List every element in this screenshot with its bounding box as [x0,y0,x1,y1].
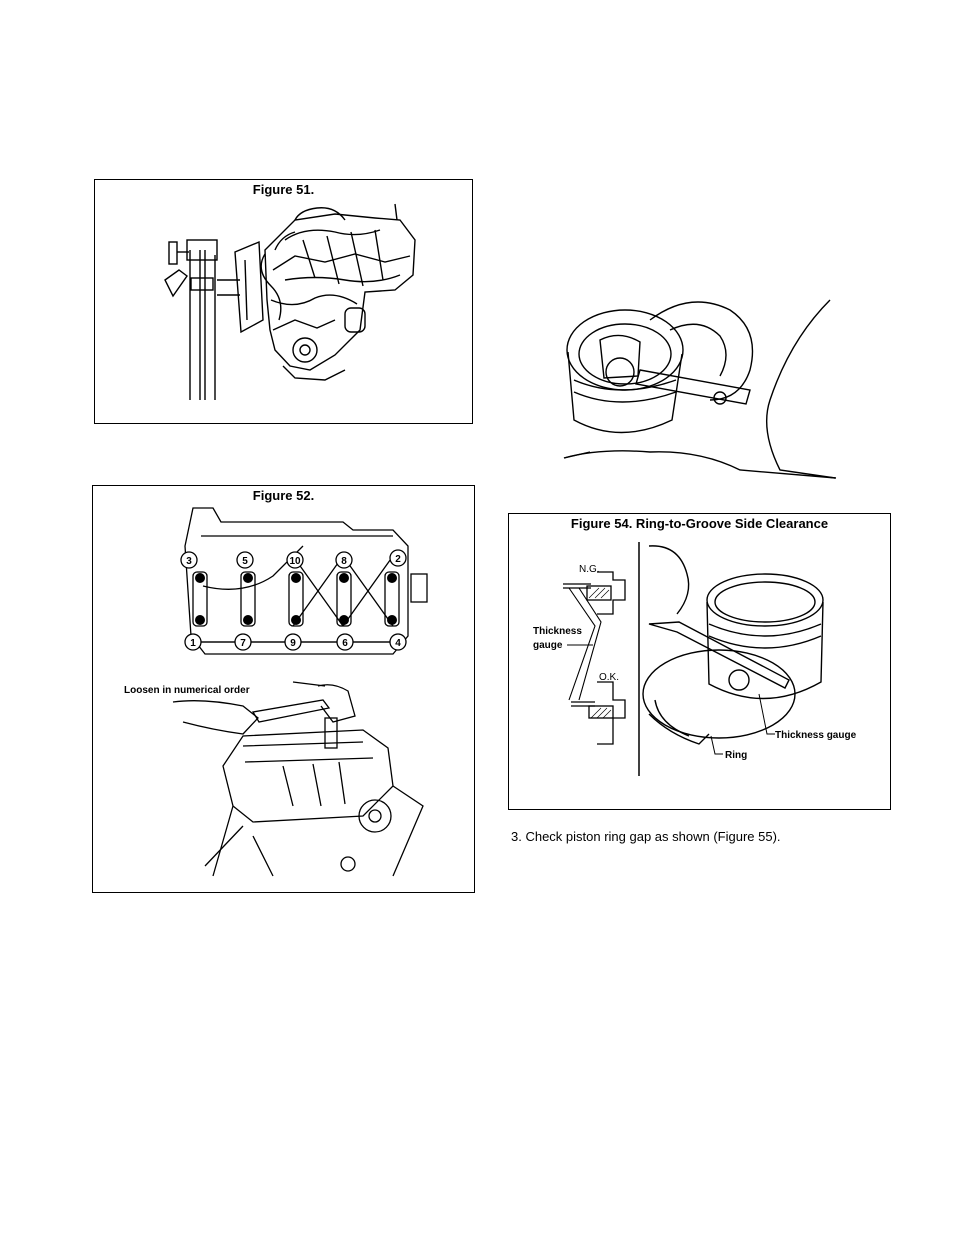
label-ng: N.G. [579,564,600,575]
bolt-number: 2 [395,554,401,565]
piston-removal-illustration [560,280,840,485]
label-thickness: Thickness [533,626,582,637]
loosen-instruction: Loosen in numerical order [124,685,250,696]
label-gauge: gauge [533,640,563,651]
bolt-number: 4 [395,638,401,649]
bolt-number: 8 [341,556,347,567]
label-ring: Ring [725,750,747,761]
ring-groove-clearance-illustration: N.G. O.K. Thickness gauge [509,514,892,811]
label-ok: O.K. [599,672,619,683]
engine-on-stand-illustration [95,180,474,425]
bolt-number: 10 [289,556,301,567]
bolt-number: 9 [290,638,296,649]
bolt-number: 5 [242,556,248,567]
bolt-number: 3 [186,556,192,567]
bolt-number: 6 [342,638,348,649]
figure-52: Figure 52. [92,485,475,893]
figure-51: Figure 51. [94,179,473,424]
step-3-instruction: 3. Check piston ring gap as shown (Figur… [511,829,781,845]
cylinder-head-bolt-sequence-illustration: 3 5 10 8 2 1 7 9 6 4 Loosen in numerical… [93,486,476,894]
bolt-number: 1 [190,638,196,649]
label-thickness-gauge: Thickness gauge [775,730,857,741]
bolt-number: 7 [240,638,246,649]
figure-54: Figure 54. Ring-to-Groove Side Clearance… [508,513,891,810]
